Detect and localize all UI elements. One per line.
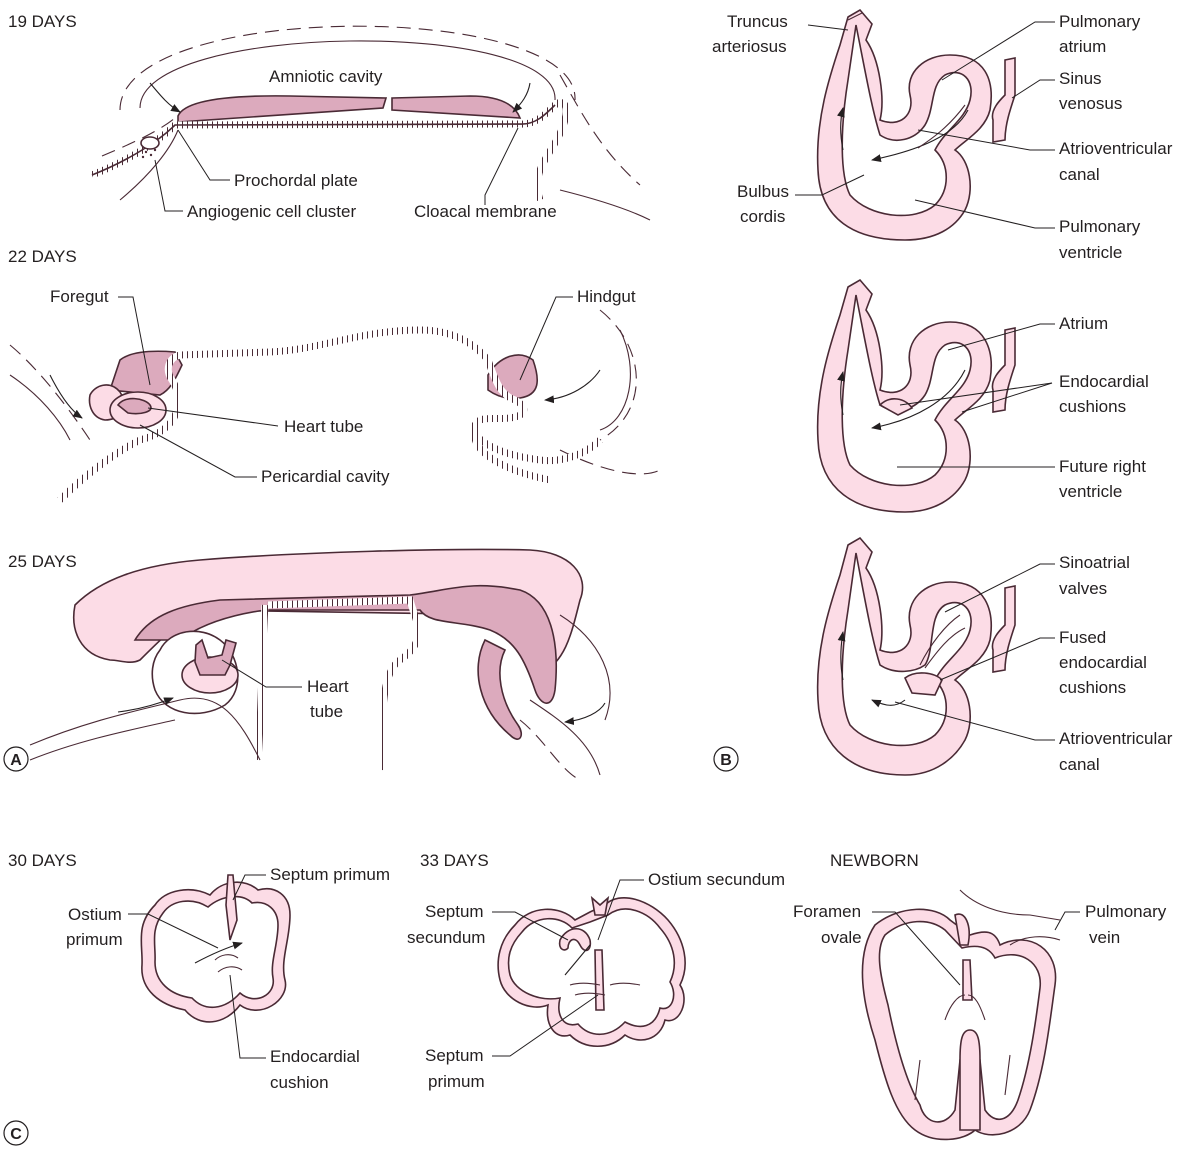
label-heart-25-line2: tube bbox=[310, 702, 343, 721]
heading-25-days: 25 DAYS bbox=[8, 552, 77, 571]
label-foregut: Foregut bbox=[50, 287, 109, 306]
svg-text:C: C bbox=[10, 1126, 22, 1143]
stage-25-days: 25 DAYS Heart tube bbox=[8, 549, 610, 780]
svg-text:A: A bbox=[10, 752, 22, 769]
label-pulmonary-ventricle-line1: Pulmonary bbox=[1059, 217, 1141, 236]
septum-primum-33 bbox=[595, 950, 604, 1010]
label-truncus-line1: Truncus bbox=[727, 12, 788, 31]
label-angiogenic-cell-cluster: Angiogenic cell cluster bbox=[187, 202, 356, 221]
label-ostium-secundum: Ostium secundum bbox=[648, 870, 785, 889]
label-av-canal-bottom-line2: canal bbox=[1059, 755, 1100, 774]
arrow-19-right bbox=[513, 83, 530, 112]
label-ostium-primum-line2: primum bbox=[66, 930, 123, 949]
heart-b-bottom bbox=[818, 538, 1015, 775]
label-cushion-line2: cushion bbox=[270, 1073, 329, 1092]
heading-22-days: 22 DAYS bbox=[8, 247, 77, 266]
label-fused-line1: Fused bbox=[1059, 628, 1106, 647]
label-av-canal-top-line1: Atrioventricular bbox=[1059, 139, 1173, 158]
label-bulbus-line2: cordis bbox=[740, 207, 785, 226]
label-pulmonary-atrium-line1: Pulmonary bbox=[1059, 12, 1141, 31]
label-pulmonary-atrium-line2: atrium bbox=[1059, 37, 1106, 56]
embryo-19-days-drawing bbox=[92, 26, 650, 220]
heading-30-days: 30 DAYS bbox=[8, 851, 77, 870]
septum-newborn bbox=[963, 960, 972, 1000]
label-foramen-line1: Foramen bbox=[793, 902, 861, 921]
heart-b-middle bbox=[818, 280, 1015, 512]
stage-30-days: 30 DAYS Septum primum Ostium primum Endo… bbox=[8, 851, 390, 1092]
heading-newborn: NEWBORN bbox=[830, 851, 919, 870]
arrow-25-right bbox=[565, 703, 605, 722]
label-fused-line2: endocardial bbox=[1059, 653, 1147, 672]
label-amniotic-cavity: Amniotic cavity bbox=[269, 67, 383, 86]
stage-22-days: 22 DAYS Foregut Hindgut Heart tu bbox=[8, 247, 660, 500]
heading-33-days: 33 DAYS bbox=[420, 851, 489, 870]
label-pulmonary-vein-line1: Pulmonary bbox=[1085, 902, 1167, 921]
panel-a: 19 DAYS Amniotic cavity Prochordal p bbox=[4, 12, 660, 780]
label-cloacal-membrane: Cloacal membrane bbox=[414, 202, 557, 221]
label-septum-primum-33-line2: primum bbox=[428, 1072, 485, 1091]
label-sinus-venosus-line1: Sinus bbox=[1059, 69, 1102, 88]
label-atrium: Atrium bbox=[1059, 314, 1108, 333]
panel-letter-a: A bbox=[4, 747, 28, 771]
label-future-rv-line1: Future right bbox=[1059, 457, 1146, 476]
label-pulmonary-ventricle-line2: ventricle bbox=[1059, 243, 1122, 262]
label-sinoatrial-line1: Sinoatrial bbox=[1059, 553, 1130, 572]
label-fused-line3: cushions bbox=[1059, 678, 1126, 697]
stage-33-days: 33 DAYS Ostium secundum Septum secundum … bbox=[407, 851, 785, 1091]
label-ostium-primum-line1: Ostium bbox=[68, 905, 122, 924]
label-septum-secundum-line2: secundum bbox=[407, 928, 485, 947]
label-bulbus-line1: Bulbus bbox=[737, 182, 789, 201]
arrow-22-left bbox=[50, 375, 82, 418]
heart-b-top bbox=[818, 10, 1015, 240]
embryo-25-days-drawing bbox=[30, 549, 610, 780]
label-hindgut: Hindgut bbox=[577, 287, 636, 306]
label-heart-tube-22: Heart tube bbox=[284, 417, 363, 436]
svg-text:B: B bbox=[720, 752, 732, 769]
label-prochordal-plate: Prochordal plate bbox=[234, 171, 358, 190]
stage-newborn: NEWBORN Foramen ovale Pulmonary vein bbox=[793, 851, 1167, 1139]
label-endocardial-line1: Endocardial bbox=[1059, 372, 1149, 391]
panel-b: Truncus arteriosus Bulbus cordis Pulmona… bbox=[712, 10, 1173, 775]
label-pulmonary-vein-line2: vein bbox=[1089, 928, 1120, 947]
panel-letter-b: B bbox=[714, 747, 738, 771]
label-heart-25-line1: Heart bbox=[307, 677, 349, 696]
panel-letter-c: C bbox=[4, 1121, 28, 1145]
label-truncus-line2: arteriosus bbox=[712, 37, 787, 56]
label-av-canal-bottom-line1: Atrioventricular bbox=[1059, 729, 1173, 748]
label-endocardial-line2: cushions bbox=[1059, 397, 1126, 416]
stage-19-days: 19 DAYS Amniotic cavity Prochordal p bbox=[8, 12, 650, 221]
label-future-rv-line2: ventricle bbox=[1059, 482, 1122, 501]
label-pericardial-cavity: Pericardial cavity bbox=[261, 467, 390, 486]
label-foramen-line2: ovale bbox=[821, 928, 862, 947]
heading-19-days: 19 DAYS bbox=[8, 12, 77, 31]
panel-c: 30 DAYS Septum primum Ostium primum Endo… bbox=[4, 851, 1167, 1145]
label-sinus-venosus-line2: venosus bbox=[1059, 94, 1122, 113]
arrow-19-left bbox=[150, 83, 180, 112]
label-sinoatrial-line2: valves bbox=[1059, 579, 1107, 598]
label-av-canal-top-line2: canal bbox=[1059, 165, 1100, 184]
label-cushion-line1: Endocardial bbox=[270, 1047, 360, 1066]
arrow-22-right bbox=[545, 370, 600, 400]
label-septum-primum-30: Septum primum bbox=[270, 865, 390, 884]
label-septum-primum-33-line1: Septum bbox=[425, 1046, 484, 1065]
label-septum-secundum-line1: Septum bbox=[425, 902, 484, 921]
